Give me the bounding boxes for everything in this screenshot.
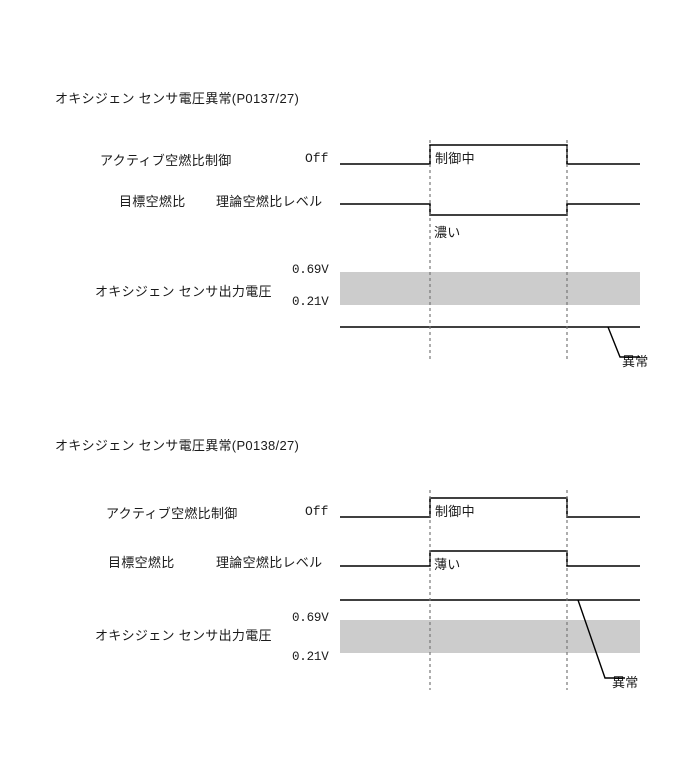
control-active-annotation: 制御中 bbox=[435, 504, 475, 519]
active-fuel-ratio-control-label: アクティブ空燃比制御 bbox=[106, 506, 238, 521]
voltage-lower-threshold-label: 0.21V bbox=[292, 295, 329, 309]
fault-leader-line bbox=[577, 599, 625, 679]
active-fuel-ratio-control-label: アクティブ空燃比制御 bbox=[100, 153, 232, 168]
target-fuel-ratio-label: 目標空燃比 bbox=[108, 555, 175, 570]
voltage-upper-threshold-label: 0.69V bbox=[292, 611, 329, 625]
active-control-waveform bbox=[340, 497, 640, 518]
oxygen-sensor-output-voltage-label: オキシジェン センサ出力電圧 bbox=[95, 284, 272, 299]
voltage-upper-threshold-label: 0.69V bbox=[292, 263, 329, 277]
stoichiometric-level-label: 理論空燃比レベル bbox=[216, 555, 323, 570]
fault-leader-line bbox=[607, 326, 640, 358]
control-active-annotation: 制御中 bbox=[435, 151, 475, 166]
fault-annotation: 異常 bbox=[622, 354, 649, 369]
oxygen-sensor-output-voltage-label: オキシジェン センサ出力電圧 bbox=[95, 628, 272, 643]
waveform-plot-p0137 bbox=[340, 140, 640, 360]
active-control-off-state: Off bbox=[305, 151, 329, 166]
target-ratio-waveform bbox=[340, 550, 640, 567]
voltage-lower-threshold-label: 0.21V bbox=[292, 650, 329, 664]
waveform-plot-p0138 bbox=[340, 490, 640, 690]
mixture-rich-annotation: 濃い bbox=[434, 225, 461, 240]
active-control-waveform bbox=[340, 144, 640, 165]
mixture-lean-annotation: 薄い bbox=[434, 557, 461, 572]
timing-diagram-p0138: オキシジェン センサ電圧異常(P0138/27) アクティブ空燃比制御 Off … bbox=[0, 340, 690, 757]
fault-annotation: 異常 bbox=[612, 675, 639, 690]
diagram-title: オキシジェン センサ電圧異常(P0137/27) bbox=[55, 91, 300, 106]
timing-diagram-p0137: オキシジェン センサ電圧異常(P0137/27) アクティブ空燃比制御 Off … bbox=[55, 91, 649, 369]
target-fuel-ratio-label: 目標空燃比 bbox=[119, 194, 186, 209]
diagram-title: オキシジェン センサ電圧異常(P0138/27) bbox=[55, 438, 300, 453]
active-control-off-state: Off bbox=[305, 504, 329, 519]
stoichiometric-level-label: 理論空燃比レベル bbox=[216, 194, 323, 209]
voltage-band bbox=[340, 272, 640, 305]
target-ratio-waveform bbox=[340, 203, 640, 216]
